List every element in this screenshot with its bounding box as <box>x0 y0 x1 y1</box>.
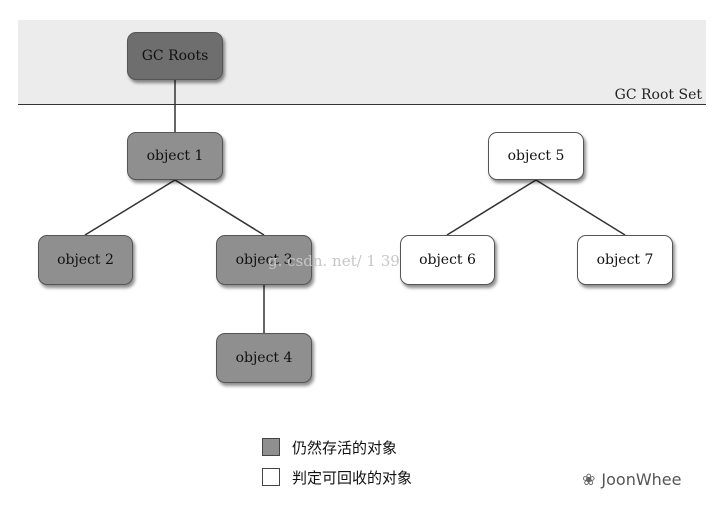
node-object-7: object 7 <box>577 235 673 285</box>
edge-object1-object2 <box>84 179 176 236</box>
legend-live: 仍然存活的对象 <box>262 432 412 462</box>
node-gc-roots: GC Roots <box>127 32 223 80</box>
node-object-4: object 4 <box>216 333 312 383</box>
wechat-icon: ❀ <box>582 470 596 489</box>
legend-live-label: 仍然存活的对象 <box>292 438 398 457</box>
brand-label: JoonWhee <box>601 470 682 489</box>
node-object-1: object 1 <box>127 132 223 180</box>
node-object-6: object 6 <box>400 235 495 285</box>
node-object-3: object 3 <box>216 235 312 285</box>
node-object-5: object 5 <box>488 132 584 180</box>
edge-object5-object6 <box>446 179 537 236</box>
legend-dead-swatch <box>262 468 280 486</box>
edge-object5-object7 <box>535 179 626 236</box>
gc-root-set-label: GC Root Set <box>614 87 702 103</box>
watermark: g. csdn. net/ 1 39 <box>268 252 400 270</box>
edge-object1-object3 <box>174 179 265 236</box>
legend: 仍然存活的对象 判定可回收的对象 <box>262 432 412 492</box>
node-object-2: object 2 <box>38 235 133 285</box>
legend-dead: 判定可回收的对象 <box>262 462 412 492</box>
legend-live-swatch <box>262 438 280 456</box>
brand: ❀ JoonWhee <box>582 470 682 489</box>
legend-dead-label: 判定可回收的对象 <box>292 468 413 487</box>
